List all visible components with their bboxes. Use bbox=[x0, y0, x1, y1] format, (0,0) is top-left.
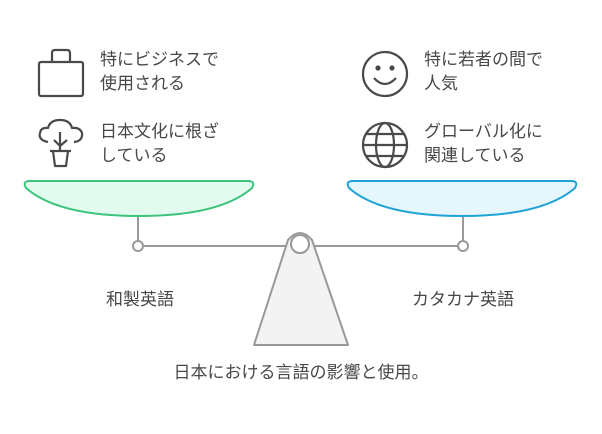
right-item-2-line2: 関連している bbox=[424, 146, 526, 166]
right-item-2-line1: グローバル化に bbox=[424, 122, 543, 142]
left-item-1-text: 特にビジネスで 使用される bbox=[100, 48, 219, 96]
fulcrum bbox=[253, 232, 349, 346]
left-item-2-line2: している bbox=[100, 146, 168, 166]
left-pan bbox=[23, 180, 255, 218]
left-label: 和製英語 bbox=[106, 290, 174, 310]
right-item-1-text: 特に若者の間で 人気 bbox=[424, 48, 543, 96]
left-pivot bbox=[132, 240, 144, 252]
left-item-1-line2: 使用される bbox=[100, 74, 185, 94]
right-pan bbox=[346, 180, 578, 218]
right-item-1-line2: 人気 bbox=[424, 74, 458, 94]
left-item-2-line1: 日本文化に根ざ bbox=[100, 122, 219, 142]
caption: 日本における言語の影響と使用。 bbox=[173, 363, 429, 383]
fulcrum-pivot bbox=[290, 234, 310, 254]
smiley-icon bbox=[361, 50, 409, 98]
right-item-1-line1: 特に若者の間で bbox=[424, 50, 543, 70]
left-item-1-line1: 特にビジネスで bbox=[100, 50, 219, 70]
potted-tree-icon bbox=[38, 118, 84, 168]
left-item-2-text: 日本文化に根ざ している bbox=[100, 120, 219, 168]
right-label: カタカナ英語 bbox=[412, 290, 514, 310]
right-pivot bbox=[457, 240, 469, 252]
right-item-2-text: グローバル化に 関連している bbox=[424, 120, 543, 168]
globe-icon bbox=[361, 121, 409, 169]
briefcase-icon bbox=[37, 48, 85, 98]
